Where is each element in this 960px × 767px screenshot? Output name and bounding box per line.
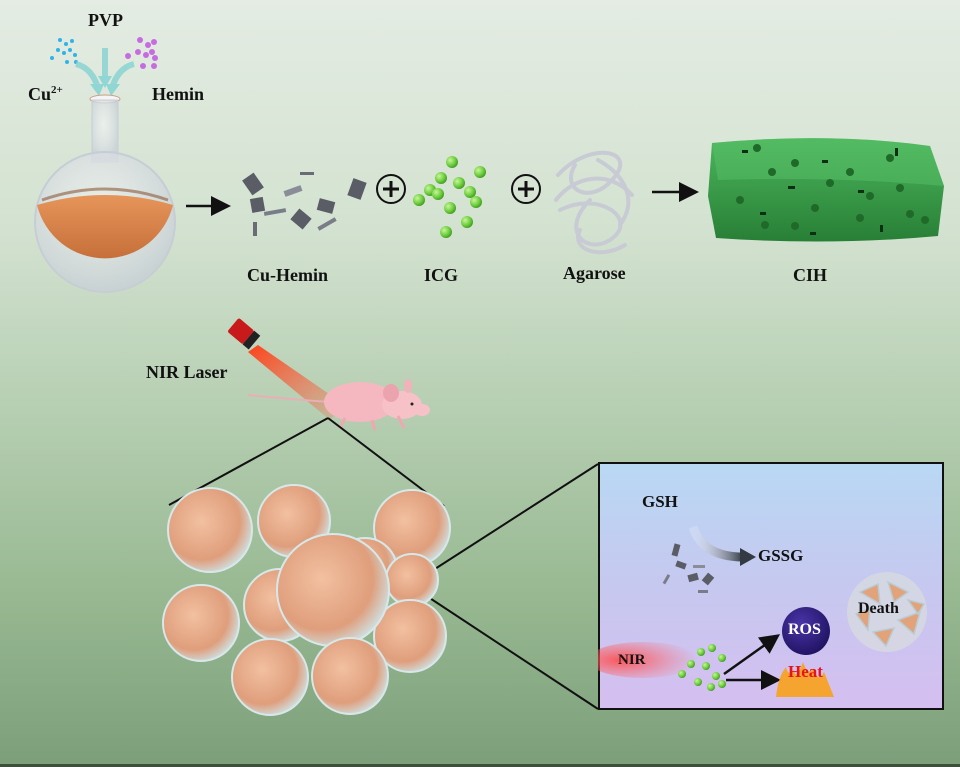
inset-graphics — [598, 525, 927, 697]
copper-ion-dots — [50, 38, 78, 64]
tumor-cell — [276, 533, 390, 647]
round-bottom-flask — [34, 94, 176, 293]
reagent-arrowheads — [90, 76, 120, 96]
cu-hemin-nanosheets-inset — [662, 543, 715, 593]
nir-glow — [598, 642, 698, 678]
tumor-cell — [162, 584, 240, 662]
cih-label: CIH — [793, 265, 828, 285]
heat-label: Heat — [788, 662, 823, 681]
tumor-cell — [231, 638, 309, 716]
tumor-cell — [311, 637, 389, 715]
icg-label: ICG — [424, 265, 459, 285]
gssg-label: GSSG — [758, 546, 804, 565]
plus-sign-2 — [511, 174, 541, 204]
bottom-border — [0, 764, 960, 767]
hemin-label: Hemin — [152, 84, 204, 104]
agarose-strands — [554, 150, 634, 255]
pvp-label: PVP — [88, 10, 123, 30]
nir-label: NIR — [618, 652, 646, 668]
tumor-cell — [373, 599, 447, 673]
nir-laser-label: NIR Laser — [146, 362, 228, 382]
cu-hemin-label: Cu-Hemin — [247, 265, 328, 285]
arrow-to-ros — [723, 634, 781, 676]
ros-circle — [782, 607, 830, 655]
plus-sign-1 — [376, 174, 406, 204]
copper-symbol: Cu — [28, 84, 52, 104]
mechanism-inset: GSH GSSG NIR ROS Heat Death — [598, 462, 944, 710]
agarose-label: Agarose — [563, 263, 626, 283]
icg-spheres-inset — [678, 644, 726, 691]
icg-spheres — [413, 156, 486, 238]
cih-hydrogel — [708, 138, 944, 242]
flame-icon — [776, 662, 834, 697]
copper-charge: 2+ — [51, 84, 63, 96]
copper-ion-label: Cu2+ — [28, 84, 63, 105]
death-label: Death — [858, 600, 899, 617]
ros-label: ROS — [788, 621, 821, 638]
tumor-cell — [385, 553, 439, 607]
cu-hemin-nanosheets — [242, 172, 367, 236]
mouse — [247, 379, 430, 431]
hemin-dots — [125, 37, 158, 69]
dead-cell — [847, 572, 927, 652]
gsh-to-gssg-arrow — [688, 525, 744, 562]
gsh-label: GSH — [642, 492, 678, 511]
tumor-cell-cluster — [162, 484, 451, 716]
tumor-cell — [167, 487, 253, 573]
